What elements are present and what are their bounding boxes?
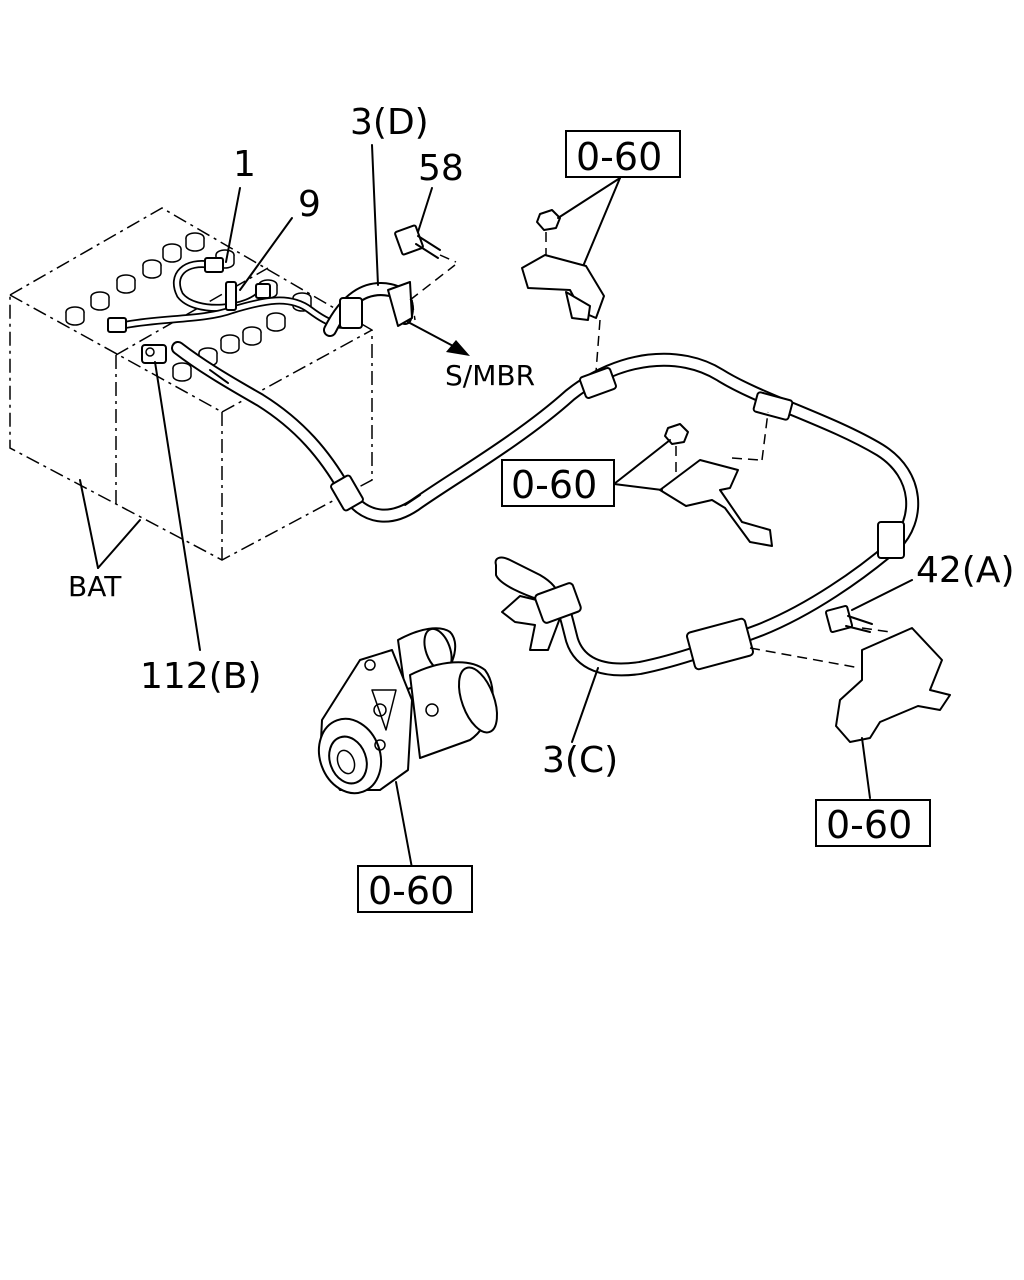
label-bat: BAT: [68, 570, 122, 603]
label-part-9: 9: [298, 184, 321, 225]
label-part-3c: 3(C): [542, 740, 618, 781]
bolt-icon: [824, 604, 873, 634]
leader-lines: [79, 144, 913, 869]
svg-text:0-60: 0-60: [826, 803, 912, 847]
label-smbr: S/MBR: [445, 359, 535, 392]
label-part-42a: 42(A): [916, 550, 1015, 591]
bolt-icon: [394, 224, 457, 263]
svg-text:0-60: 0-60: [576, 135, 662, 179]
bracket-icon: [521, 209, 605, 373]
starter-terminal-clip: [494, 556, 582, 651]
ref-box-mid-bracket: 0-60: [501, 459, 615, 507]
ref-box-right-bracket: 0-60: [815, 799, 931, 847]
label-part-58: 58: [418, 148, 464, 189]
cable-clamp-icon: [330, 297, 905, 671]
svg-text:0-60: 0-60: [511, 463, 597, 507]
ref-box-starter: 0-60: [357, 865, 473, 913]
bracket-icon: [659, 411, 773, 547]
label-part-112b: 112(B): [140, 656, 262, 697]
label-part-3d: 3(D): [350, 102, 429, 143]
smbr-clip: [387, 264, 456, 327]
bracket-icon: [749, 627, 951, 743]
ref-box-top-bracket: 0-60: [565, 130, 681, 179]
starter-motor-icon: [317, 627, 499, 795]
label-part-1: 1: [233, 144, 256, 185]
svg-text:0-60: 0-60: [368, 869, 454, 913]
battery-icon: [9, 207, 373, 561]
arrow-to-smbr: [407, 321, 470, 356]
